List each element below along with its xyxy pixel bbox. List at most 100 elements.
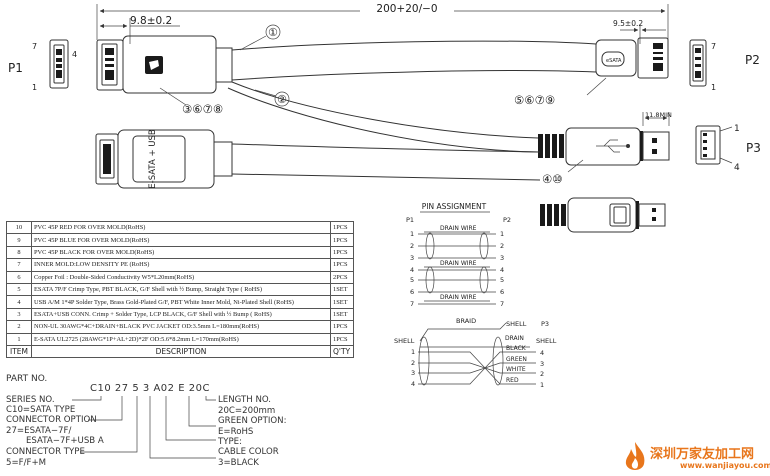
bom-item: 10 (6, 220, 32, 235)
bom-qty: 1SET (330, 295, 354, 309)
usb-wiring-diagram: BRAID SHELL P3 SHELL DRAIN SHELL 1234BLA… (394, 317, 557, 389)
bom-description: ESATA 7P/F Crimp Type, PBT BLACK, G/F Sh… (31, 282, 331, 297)
pin-left-number: 2 (410, 242, 414, 250)
pin-left-number: 6 (410, 288, 414, 296)
p1-pin-1: 1 (32, 83, 37, 92)
bom-header-qty: Q'TY (330, 344, 354, 359)
balloon-1-circle (265, 24, 281, 40)
pin-right-number: 6 (500, 288, 504, 296)
bom-item: 3 (6, 307, 32, 322)
usb-left-pin: 2 (411, 359, 415, 367)
bom-qty: 1PCS (330, 233, 354, 247)
note-connector-type-value: 5=F/F+M (6, 458, 47, 468)
part-number-leaders (72, 396, 216, 459)
esata-cable (231, 40, 597, 81)
part-code-length: 20C (188, 383, 210, 394)
usb-offset-text: 11.8MIN (645, 111, 672, 119)
p1-pin-4: 4 (72, 50, 77, 59)
pin-right-number: 7 (500, 300, 504, 308)
left-esata-usb-plug (96, 35, 233, 94)
pin-right-number: 3 (500, 254, 504, 262)
p2-end-view: 7 1 P2 (689, 39, 760, 92)
balloon-2: ② (277, 93, 287, 106)
usb-wire-pin: 2 (540, 370, 544, 378)
usb-left-pin: 1 (411, 348, 415, 356)
pin-assignment-title: PIN ASSIGNMENT (422, 202, 487, 211)
part-code-color: 3 (142, 383, 150, 394)
note-connector-value-1: 27=ESATA−7F/ (6, 426, 72, 436)
bom-description: E-SATA UL2725 (28AWG*1P+AL+2D)*2F OD:5.6… (31, 332, 331, 346)
right-plug-length-text: 9.5±0.2 (613, 19, 643, 28)
drain-wire-3: DRAIN WIRE (440, 294, 477, 301)
drain-wire-2: DRAIN WIRE (440, 260, 477, 267)
bom-item: 2 (6, 320, 32, 334)
bom-item: 5 (6, 282, 32, 297)
svg-text:eSATA: eSATA (606, 58, 622, 64)
bom-item: 4 (6, 295, 32, 309)
usb-p3-label: P3 (541, 320, 549, 328)
bom-description: PVC 45P BLACK FOR OVER MOLD(RoHS) (31, 245, 331, 260)
p1-pin-7: 7 (32, 42, 37, 51)
usb-cable (227, 81, 539, 153)
usb-wire-color: RED (506, 377, 519, 384)
usb-mold-balloons: ④⑩ (542, 172, 563, 186)
drain-wire-1: DRAIN WIRE (440, 225, 477, 232)
p1-end-view: P1 7 4 1 (8, 39, 77, 92)
part-code-connector: 27 (114, 383, 129, 394)
p3-pin-1: 1 (734, 124, 740, 134)
left-mold-balloons: ③⑥⑦⑧ (182, 102, 223, 116)
note-series-value: C10=SATA TYPE (6, 405, 76, 415)
esata-usb-side-view: E-SATA + USB (95, 129, 541, 189)
bom-header-row: ITEM DESCRIPTION Q'TY (6, 344, 354, 359)
bom-description: INNER MOLD:LOW DENSITY PE (RoHS) (31, 258, 331, 272)
bom-item: 6 (6, 270, 32, 284)
bom-item: 1 (6, 332, 32, 346)
p2-pin-1: 1 (711, 83, 716, 92)
bom-header-item: ITEM (6, 344, 32, 359)
bom-description: ESATA+USB CONN. Crimp + Solder Type, LCP… (31, 307, 331, 322)
part-no-heading: PART NO. (6, 374, 48, 384)
note-length-value: 20C=200mm (218, 406, 276, 416)
shell-p3-label: SHELL (506, 320, 527, 328)
balloon-1: ① (268, 26, 278, 39)
usb-wire (418, 351, 536, 385)
shell-left-label: SHELL (394, 337, 415, 345)
pin-left-number: 4 (410, 266, 414, 274)
note-cable-color: CABLE COLOR (218, 447, 279, 457)
bom-qty: 1SET (330, 307, 354, 322)
bom-qty: 2PCS (330, 270, 354, 284)
pin-right-number: 1 (500, 230, 504, 238)
bom-header-description: DESCRIPTION (31, 344, 331, 359)
usb-a-plug (538, 127, 670, 166)
bom-qty: 1PCS (330, 220, 354, 235)
pin-left-number: 7 (410, 300, 414, 308)
usb-wire-pin: 1 (540, 381, 544, 389)
note-connector-option: CONNECTOR OPTION (6, 415, 97, 425)
bom-description: PVC 45P BLUE FOR OVER MOLD(RoHS) (31, 233, 331, 247)
note-connector-value-2: ESATA−7F+USB A (26, 436, 104, 446)
note-type: TYPE: (218, 437, 243, 447)
bom-qty: 1PCS (330, 245, 354, 260)
usb-wire-color: GREEN (506, 356, 527, 363)
usb-wire-color: BLACK (506, 345, 527, 352)
p3-pin-4: 4 (734, 163, 740, 173)
right-plug-dimension: 9.5±0.2 (613, 19, 666, 44)
right-esata-plug: eSATA (595, 37, 669, 79)
pin-right-number: 2 (500, 242, 504, 250)
balloon-2-circle (274, 91, 290, 107)
overall-length-text: 200+20/−0 (376, 3, 437, 15)
part-code-type: 5 (132, 383, 140, 394)
pin-right-number: 5 (500, 276, 504, 284)
pin-right-number: 4 (500, 266, 504, 274)
pin-left-number: 3 (410, 254, 414, 262)
bom-item: 7 (6, 258, 32, 272)
left-plug-dimension: 9.8±0.2 (99, 15, 180, 44)
